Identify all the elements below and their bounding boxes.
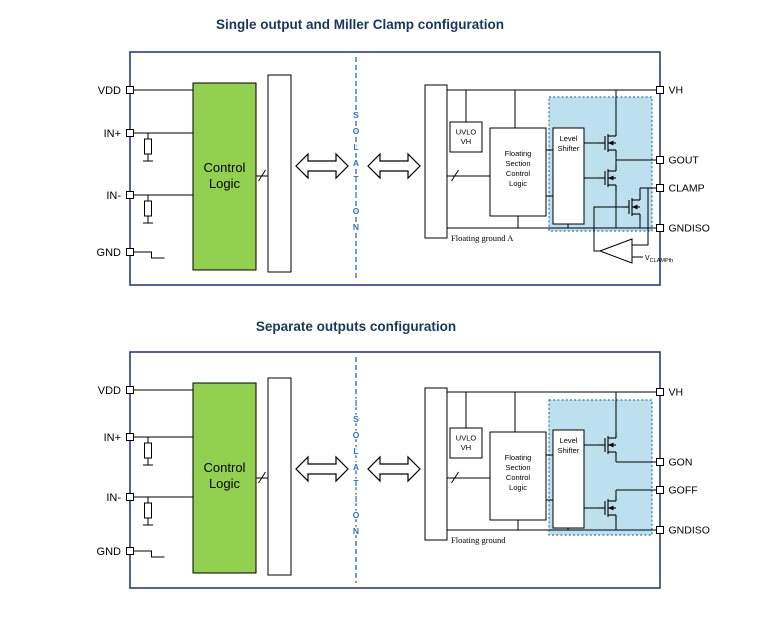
level-shifter-box bbox=[552, 127, 585, 225]
pin-gnd-label: GND bbox=[97, 247, 122, 259]
input-resistor-icon bbox=[142, 436, 154, 466]
diagram-border bbox=[129, 51, 661, 286]
control-logic-label-line2: Logic bbox=[209, 476, 241, 491]
pin-square-in-minus bbox=[126, 493, 134, 501]
input-resistor-icon bbox=[142, 132, 154, 162]
control-logic-label-line1: Control bbox=[204, 160, 246, 175]
pin-square-goff bbox=[656, 486, 664, 494]
pin-square-in-plus bbox=[126, 129, 134, 137]
uvlo-box bbox=[449, 427, 483, 459]
floating-ground-label: Floating ground bbox=[451, 535, 506, 545]
buffer-block-left bbox=[267, 74, 292, 273]
pin-vh-label: VH bbox=[669, 387, 684, 399]
level-shifter-label-line1: Level bbox=[560, 134, 578, 143]
buffer-block-left bbox=[267, 377, 292, 576]
bidirectional-arrow-left-icon bbox=[295, 456, 349, 482]
floating-section-label-line1: Floating bbox=[505, 453, 532, 462]
floating-section-label-line1: Floating bbox=[505, 149, 532, 158]
pin-goff-label: GOFF bbox=[669, 485, 698, 497]
pin-gon-label: GON bbox=[669, 457, 693, 469]
pin-square-vdd bbox=[126, 386, 134, 394]
pin-vh-label: VH bbox=[669, 85, 684, 97]
control-logic-label-line2: Logic bbox=[209, 176, 241, 191]
pin-square-gndiso bbox=[656, 224, 664, 232]
bidirectional-arrow-right-icon bbox=[367, 456, 421, 482]
bidirectional-arrow-left-icon bbox=[295, 153, 349, 179]
pin-square-vh bbox=[656, 86, 664, 94]
pin-square-in-minus bbox=[126, 191, 134, 199]
uvlo-label-line1: UVLO bbox=[456, 128, 477, 137]
diagram-border bbox=[129, 351, 661, 589]
pin-square-gout bbox=[656, 156, 664, 164]
pin-in-plus-label: IN+ bbox=[104, 128, 121, 140]
diagram-title: Single output and Miller Clamp configura… bbox=[216, 17, 504, 32]
floating-section-label-line2: Section bbox=[505, 159, 530, 168]
level-shifter-box bbox=[552, 429, 585, 529]
level-shifter-label-line2: Shifter bbox=[558, 446, 580, 455]
pin-vdd-label: VDD bbox=[98, 385, 121, 397]
wires bbox=[133, 89, 657, 259]
diagram-title: Separate outputs configuration bbox=[256, 319, 456, 334]
pin-gnd-label: GND bbox=[97, 546, 122, 558]
floating-section-box bbox=[489, 127, 547, 217]
level-shifter-label-line2: Shifter bbox=[558, 144, 580, 153]
control-logic-label-line1: Control bbox=[204, 460, 246, 475]
vclamp-threshold-label: VCLAMPth bbox=[645, 255, 673, 264]
floating-section-label-line3: Control bbox=[506, 169, 531, 178]
clamp-comparator-icon bbox=[598, 238, 633, 264]
pin-square-gnd bbox=[126, 547, 134, 555]
pin-gndiso-label: GNDISO bbox=[669, 223, 710, 235]
pin-square-clamp bbox=[656, 184, 664, 192]
pin-in-minus-label: IN- bbox=[106, 492, 121, 504]
pin-vdd-label: VDD bbox=[98, 85, 121, 97]
pin-in-minus-label: IN- bbox=[106, 190, 121, 202]
buffer-block-right bbox=[424, 387, 448, 541]
uvlo-label-line2: VH bbox=[461, 137, 471, 146]
floating-section-label-line4: Logic bbox=[509, 483, 527, 492]
pin-square-vdd bbox=[126, 86, 134, 94]
uvlo-label-line2: VH bbox=[461, 443, 471, 452]
bidirectional-arrow-right-icon bbox=[367, 153, 421, 179]
buffer-block-right bbox=[424, 84, 448, 239]
control-logic-box bbox=[192, 82, 257, 271]
diagram-single-output-miller-clamp: Single output and Miller Clamp configura… bbox=[97, 17, 710, 286]
input-resistor-icon bbox=[142, 194, 154, 224]
pin-gout-label: GOUT bbox=[669, 155, 700, 167]
floating-section-label-line3: Control bbox=[506, 473, 531, 482]
pin-square-gndiso bbox=[656, 526, 664, 534]
pin-square-gon bbox=[656, 458, 664, 466]
floating-ground-label: Floating ground A bbox=[451, 233, 514, 243]
wires bbox=[133, 389, 657, 558]
pin-in-plus-label: IN+ bbox=[104, 432, 121, 444]
level-shifter-label-line1: Level bbox=[560, 436, 578, 445]
floating-section-label-line2: Section bbox=[505, 463, 530, 472]
uvlo-box bbox=[449, 121, 483, 153]
floating-section-box bbox=[489, 431, 547, 521]
floating-section-label-line4: Logic bbox=[509, 179, 527, 188]
uvlo-label-line1: UVLO bbox=[456, 434, 477, 443]
pin-gndiso-label: GNDISO bbox=[669, 525, 710, 537]
pin-square-gnd bbox=[126, 248, 134, 256]
pin-square-in-plus bbox=[126, 433, 134, 441]
control-logic-box bbox=[192, 382, 257, 574]
pin-clamp-label: CLAMP bbox=[669, 183, 705, 195]
pin-square-vh bbox=[656, 388, 664, 396]
input-resistor-icon bbox=[142, 496, 154, 526]
comparator-wiring bbox=[593, 188, 649, 258]
